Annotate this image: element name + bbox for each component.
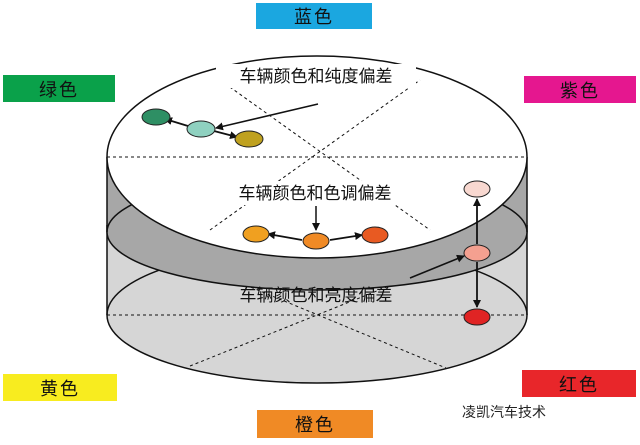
top-pointer-arrow [215,103,319,131]
top-disc-diagonal-1 [219,79,431,231]
bottom-disc-diagonal-2 [189,261,447,369]
yellow-point [234,130,264,148]
green-swatch: 绿色 [3,75,115,102]
red-orange-point [361,226,389,244]
bottom-pointer-arrow [409,254,465,279]
watermark-text: 凌凯汽车技术 [462,405,546,421]
middle-layer-label: 车辆颜色和色调偏差 [239,184,392,204]
light-red-point [463,180,491,198]
yellow-swatch-label: 黄色 [40,378,80,400]
orange-swatch-label: 橙色 [295,415,335,436]
purple-swatch: 紫色 [524,76,636,103]
orange-swatch: 橙色 [257,410,373,438]
blue-swatch-label: 蓝色 [294,7,334,28]
blue-swatch: 蓝色 [256,3,372,29]
red-swatch: 红色 [522,370,636,397]
reference-point-middle [302,232,330,250]
purple-swatch-label: 紫色 [560,80,600,102]
red-swatch-label: 红色 [559,374,599,396]
orange-yellow-arrow [267,231,303,241]
orange-red-arrow [329,232,363,241]
green-point [141,108,171,126]
dark-red-point [463,308,491,326]
top-layer-label: 车辆颜色和纯度偏差 [240,67,393,87]
yellow-swatch: 黄色 [3,374,117,401]
yellow-orange-point [242,225,270,243]
top-label-bg [216,64,416,88]
watermark: 凌凯汽车技术 [458,402,550,422]
green-swatch-label: 绿色 [39,79,79,101]
bottom-layer-label: 车辆颜色和亮度偏差 [240,286,393,306]
reference-point-right [463,244,491,262]
reference-point-top [186,120,216,138]
yellow-direction-arrow [213,130,238,140]
middle-label-bg [213,181,417,205]
